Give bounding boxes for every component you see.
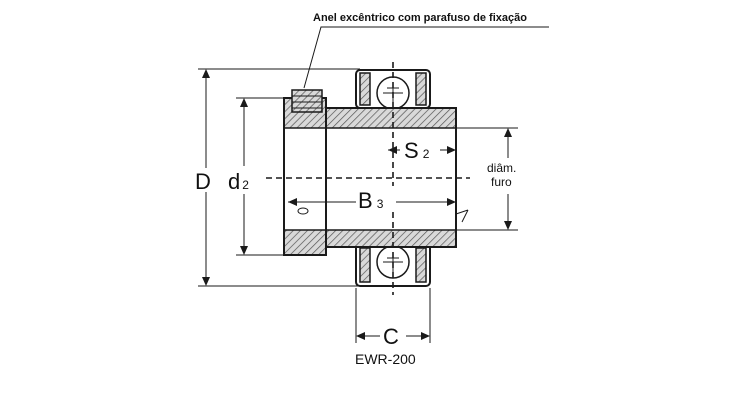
outer-ring-top	[355, 69, 431, 110]
dimension-B3	[288, 186, 456, 212]
model-label: EWR-200	[355, 351, 416, 367]
callout-text: Anel excêntrico com parafuso de fixação	[313, 12, 527, 24]
bore-label-line2: furo	[491, 175, 512, 189]
dimension-C	[355, 288, 431, 348]
dimension-bore	[455, 127, 530, 231]
dimension-S2	[388, 136, 456, 160]
collar-hole	[297, 207, 309, 215]
eccentric-collar	[283, 97, 327, 256]
bore-label-line1: diâm.	[487, 161, 516, 175]
dimension-d2	[226, 97, 286, 256]
dimension-D	[193, 68, 360, 287]
label-C: C	[383, 324, 399, 349]
label-D: D	[195, 169, 211, 194]
set-screw	[291, 89, 323, 113]
callout-leader	[303, 26, 549, 89]
